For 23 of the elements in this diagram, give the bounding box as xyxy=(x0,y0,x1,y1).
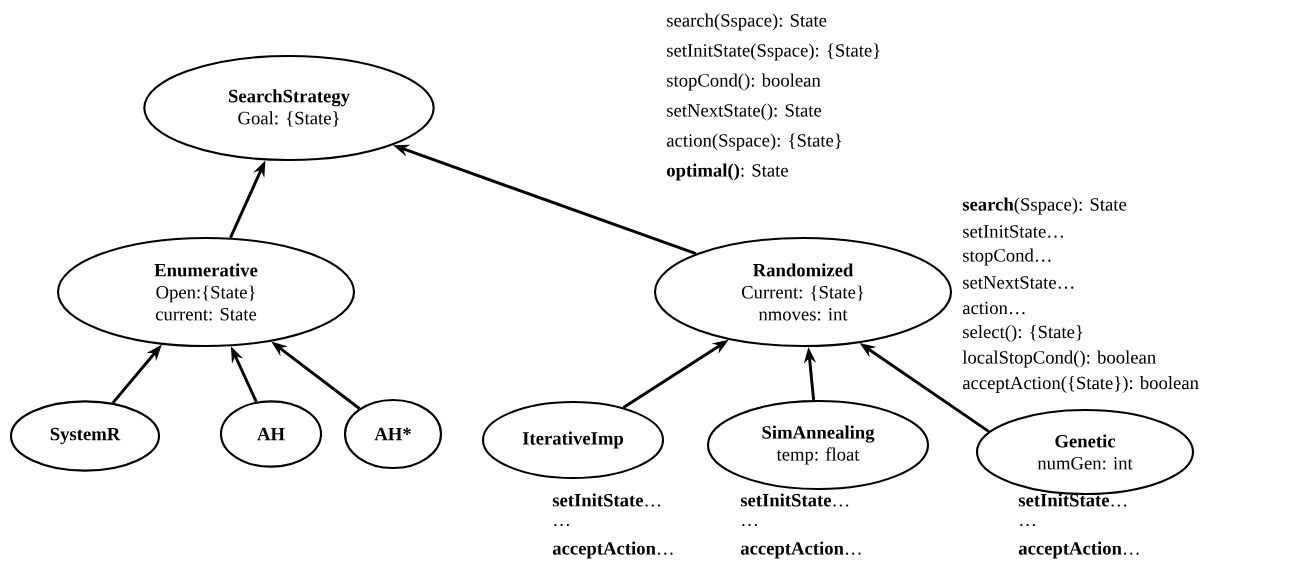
method-label: … xyxy=(1020,523,1035,527)
method-label: localStopCond(): boolean xyxy=(962,350,1156,368)
method-label: stopCond… xyxy=(963,248,1051,266)
method-label: setInitState… xyxy=(1018,493,1127,507)
method-label: optimal(): State xyxy=(667,163,788,181)
method-label: search(Sspace): State xyxy=(962,197,1127,215)
method-label: action(Sspace): {State} xyxy=(666,133,842,151)
method-label: acceptAction… xyxy=(552,541,673,559)
method-label: acceptAction… xyxy=(740,541,861,559)
method-label: search(Sspace): State xyxy=(667,13,827,31)
method-label: acceptAction… xyxy=(1018,541,1139,559)
method-label: setInitState… xyxy=(740,493,849,507)
method-label: … xyxy=(554,523,569,527)
method-label: setInitState… xyxy=(552,493,661,507)
method-label: acceptAction({State}): boolean xyxy=(962,376,1199,393)
method-label: select(): {State} xyxy=(963,325,1083,342)
method-label: stopCond(): boolean xyxy=(667,73,821,91)
method-label: setInitState(Sspace): {State} xyxy=(667,43,880,61)
method-label: … xyxy=(742,523,757,527)
method-label: setNextState(): State xyxy=(667,103,822,121)
method-label: setNextState… xyxy=(963,276,1074,289)
method-label: setInitState… xyxy=(963,225,1063,238)
method-label: action… xyxy=(962,301,1025,315)
